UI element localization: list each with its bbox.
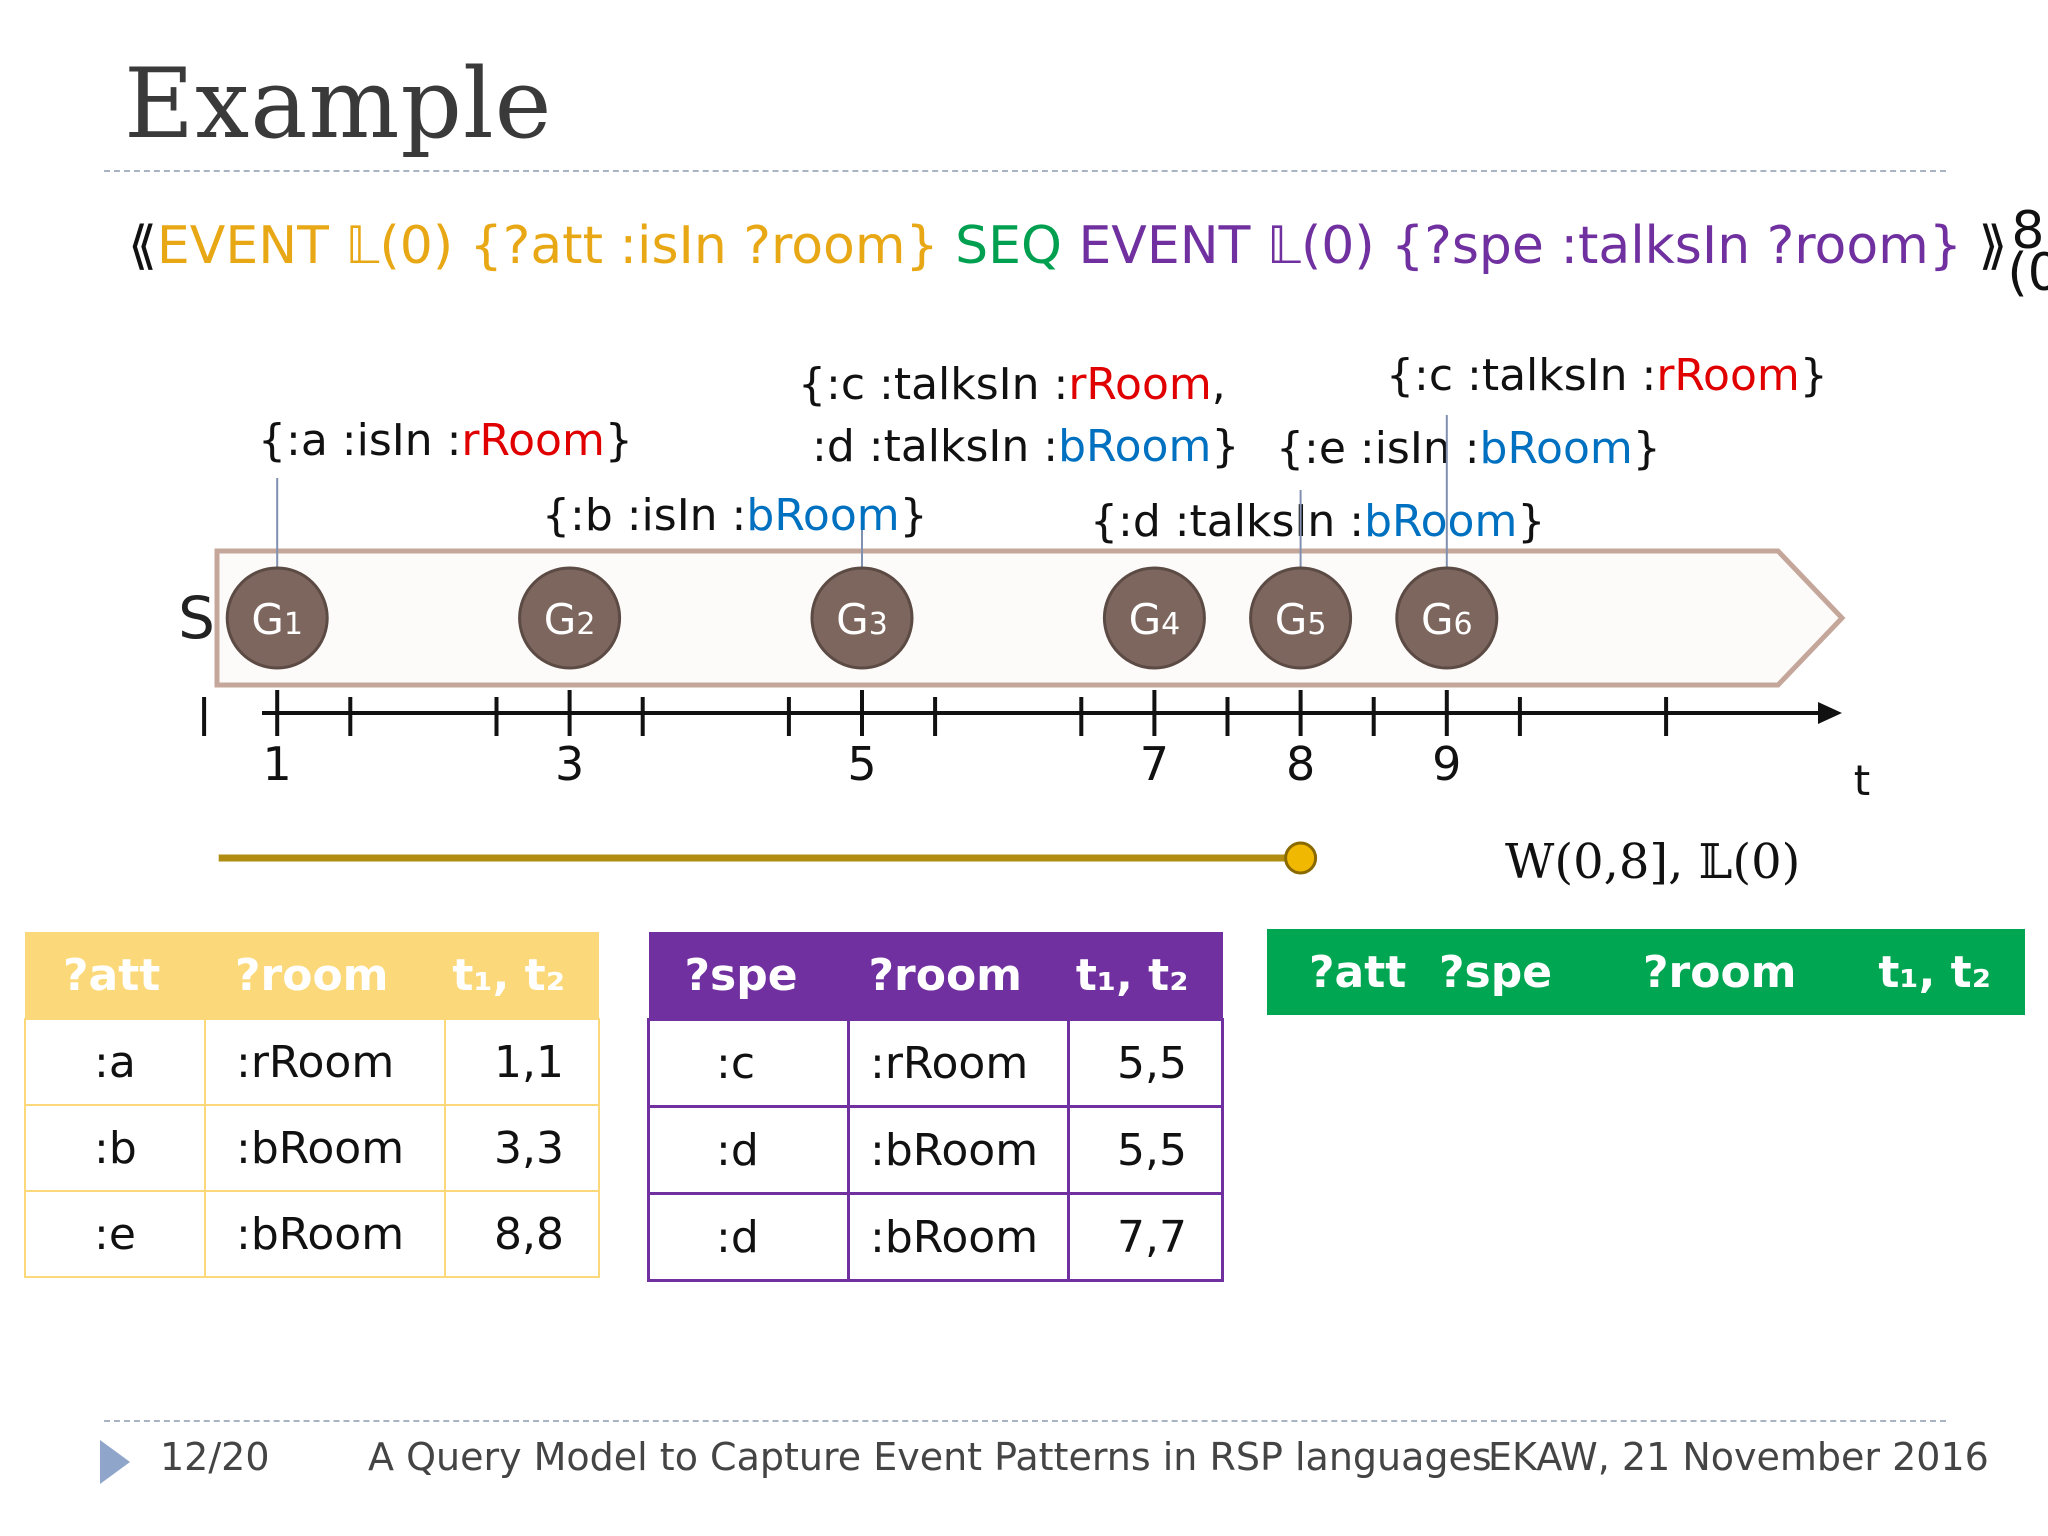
graph-node-circle [810,566,914,670]
stream-label: S [178,584,215,652]
table-row: :c :rRoom 5,5 [647,1018,1224,1108]
graph-node: G1 [225,566,329,670]
tick-label: 3 [555,737,584,791]
graph-node-label: G5 [1275,595,1327,644]
tick-label: 8 [1286,737,1315,791]
table-header: t₁, t₂ [445,932,599,1019]
table-cell: :d [647,1105,850,1195]
table-row: :d :bRoom 5,5 [647,1105,1224,1195]
graph-node-label: G1 [251,595,303,644]
annotation-g2: {:b :isIn :bRoom} [542,490,928,541]
play-arrow-icon [100,1440,130,1484]
graph-node: G2 [518,566,622,670]
table-header: ?room [848,932,1069,1020]
graph-node-circle [1102,566,1206,670]
table-cell: :e [24,1190,206,1278]
query-expression: ⟪EVENT 𝕃(0) {?att :isIn ?room} SEQ EVENT… [128,201,2048,303]
table-cell: :bRoom [847,1105,1070,1195]
tick-label: 9 [1432,737,1461,791]
table-cell: :a [24,1018,206,1106]
table-header-row: ?att ?room t₁, t₂ [25,932,599,1019]
graph-node-label: G4 [1129,595,1181,644]
annotation-g3-line1: {:c :talksIn :rRoom, [798,359,1226,410]
slide-title: Example [124,48,553,160]
tick-label: 1 [263,737,292,791]
tick-label: 7 [1140,737,1169,791]
graph-node: G5 [1249,566,1353,670]
annotation-g1: {:a :isIn :rRoom} [258,415,633,466]
graph-node-label: G6 [1421,595,1473,644]
table-result-bindings: ?att ?spe ?room t₁, t₂ [1267,929,2025,1015]
graph-node: G3 [810,566,914,670]
table-header-row: ?att ?spe ?room t₁, t₂ [1267,929,2025,1015]
table-header: ?room [1637,929,1857,1015]
annotation-g6: {:c :talksIn :rRoom} [1386,350,1828,401]
graph-node: G4 [1102,566,1206,670]
table-cell: 5,5 [1067,1105,1224,1195]
query-event-1: EVENT 𝕃(0) {?att :isIn ?room} [156,216,939,276]
graph-node-circle [1395,566,1499,670]
table-row: :d :bRoom 7,7 [647,1192,1224,1282]
query-open-bracket: ⟪ [128,216,157,276]
table-header: t₁, t₂ [1857,929,2025,1015]
table-att-bindings: ?att ?room t₁, t₂ :a :rRoom 1,1 :b :bRoo… [24,932,600,1278]
table-cell: :c [647,1018,850,1108]
table-cell: 7,7 [1067,1192,1224,1282]
table-row: :b :bRoom 3,3 [24,1104,600,1192]
table-cell: 1,1 [444,1018,600,1106]
table-cell: :rRoom [204,1018,446,1106]
table-header: ?spe [648,932,849,1020]
window-end-point [1284,841,1318,875]
footer-divider [104,1420,1946,1422]
table-header: t₁, t₂ [1068,932,1223,1020]
query-seq-operator: SEQ [955,216,1062,276]
query-close-bracket: ⟫ [1978,216,2008,276]
title-divider [104,170,1946,172]
graph-node-circle [518,566,622,670]
table-row: :e :bRoom 8,8 [24,1190,600,1278]
table-header: ?att [1267,929,1433,1015]
graph-node-circle [1249,566,1353,670]
table-cell: 3,3 [444,1104,600,1192]
tick-label: 5 [847,737,876,791]
graph-node-label: G3 [836,595,888,644]
time-axis-arrowhead [1818,702,1842,724]
table-cell: 8,8 [444,1190,600,1278]
annotation-g5: {:e :isIn :bRoom} [1276,423,1661,474]
query-window-sup: 8 [2011,201,2045,261]
footer-event: EKAW, 21 November 2016 [1488,1435,1989,1479]
graph-node-label: G2 [544,595,596,644]
table-row: :a :rRoom 1,1 [24,1018,600,1106]
table-cell: 5,5 [1067,1018,1224,1108]
table-header: ?room [205,932,445,1019]
footer-title: A Query Model to Capture Event Patterns … [368,1435,1492,1479]
page-number: 12/20 [160,1435,270,1479]
annotation-g4: {:d :talksIn :bRoom} [1090,496,1546,547]
stream-band [214,548,1846,688]
query-window-sub: (0,8] [2007,243,2048,303]
graph-node: G6 [1395,566,1499,670]
table-cell: :bRoom [847,1192,1070,1282]
query-window-params: 8(0,8] [2007,201,2048,303]
table-cell: :rRoom [847,1018,1070,1108]
table-header-row: ?spe ?room t₁, t₂ [648,932,1223,1020]
annotation-g3-line2: :d :talksIn :bRoom} [812,421,1240,472]
table-header: ?spe [1433,929,1637,1015]
graph-node-circle [225,566,329,670]
window-label: W(0,8], 𝕃(0) [1505,834,1800,890]
table-cell: :bRoom [204,1190,446,1278]
stream-diagram: S 1 3 5 7 8 9 t G1 G2 G3 G4 G5 G6 W(0,8], 𝕃(0) [178,415,1870,890]
table-spe-bindings: ?spe ?room t₁, t₂ :c :rRoom 5,5 :d :bRoo… [647,932,1224,1282]
table-cell: :bRoom [204,1104,446,1192]
table-header: ?att [25,932,205,1019]
table-cell: :d [647,1192,850,1282]
table-cell: :b [24,1104,206,1192]
axis-label-t: t [1854,756,1870,805]
query-event-2: EVENT 𝕃(0) {?spe :talksIn ?room} [1078,216,1962,276]
